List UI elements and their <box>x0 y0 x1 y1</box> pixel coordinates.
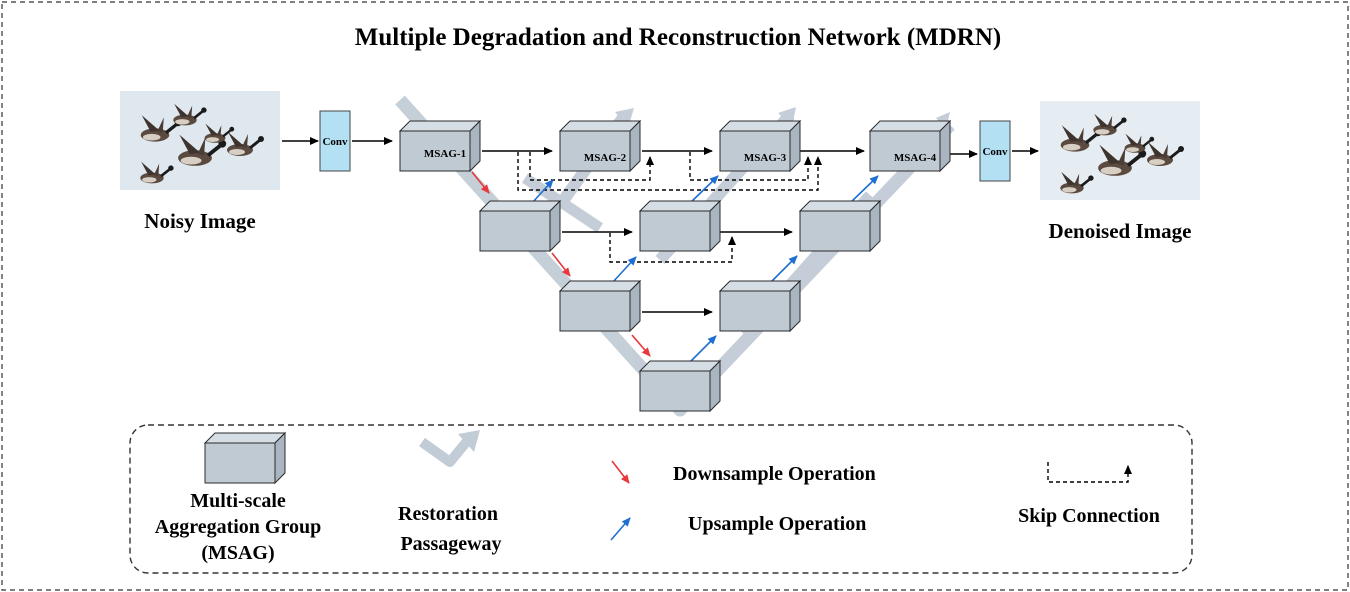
level3-down-block <box>559 280 641 332</box>
msag-1-label: MSAG-1 <box>424 148 466 160</box>
msag-2-label: MSAG-2 <box>584 152 627 164</box>
level2-down-block <box>479 200 561 252</box>
legend-upsample-text: Upsample Operation <box>688 513 866 535</box>
level2-up-block <box>799 200 881 252</box>
legend-passageway-line1: Restoration <box>398 503 498 525</box>
downsample-arrow-1 <box>471 171 490 194</box>
upsample-arrow-4 <box>689 175 719 204</box>
level3-up-block <box>719 280 801 332</box>
conv-out-block <box>979 120 1011 182</box>
upsample-arrow-2 <box>611 256 637 284</box>
msag-4-label: MSAG-4 <box>894 152 937 164</box>
upsample-arrow-3 <box>689 335 717 363</box>
legend-downsample-arrow <box>611 460 630 484</box>
legend-msag-icon <box>204 432 286 484</box>
denoised-image-caption: Denoised Image <box>1049 219 1192 243</box>
downsample-arrow-3 <box>631 334 651 357</box>
msag-1-block <box>399 120 481 172</box>
noisy-image-caption: Noisy Image <box>144 209 255 233</box>
legend-downsample-text: Downsample Operation <box>673 463 876 485</box>
legend-msag-line2: Aggregation Group <box>155 516 322 538</box>
noisy-image <box>120 91 280 190</box>
skip-connections <box>517 152 822 263</box>
legend-passageway-line2: Passageway <box>400 533 501 555</box>
denoised-image <box>1040 101 1200 200</box>
upsample-arrow-6 <box>849 175 879 204</box>
downsample-arrow-2 <box>551 252 571 277</box>
conv-in-label: Conv <box>322 136 348 148</box>
legend-upsample-arrow <box>610 517 631 541</box>
legend-skip-icon <box>1047 462 1132 483</box>
conv-out-label: Conv <box>982 146 1008 158</box>
upsample-arrow-5 <box>769 255 798 284</box>
legend-msag-line3: (MSAG) <box>201 542 274 564</box>
bottleneck-block <box>639 360 721 412</box>
conv-in-block <box>319 110 351 172</box>
msag-3-label: MSAG-3 <box>744 152 787 164</box>
legend-msag-line1: Multi-scale <box>190 490 286 512</box>
diagram-title: Multiple Degradation and Reconstruction … <box>355 24 1001 51</box>
legend-skip-text: Skip Connection <box>1018 505 1160 527</box>
level2-mid-block <box>639 200 721 252</box>
legend-frame <box>129 424 1193 574</box>
upsample-arrow-1 <box>531 179 554 204</box>
legend-passageway-icon <box>419 430 480 467</box>
